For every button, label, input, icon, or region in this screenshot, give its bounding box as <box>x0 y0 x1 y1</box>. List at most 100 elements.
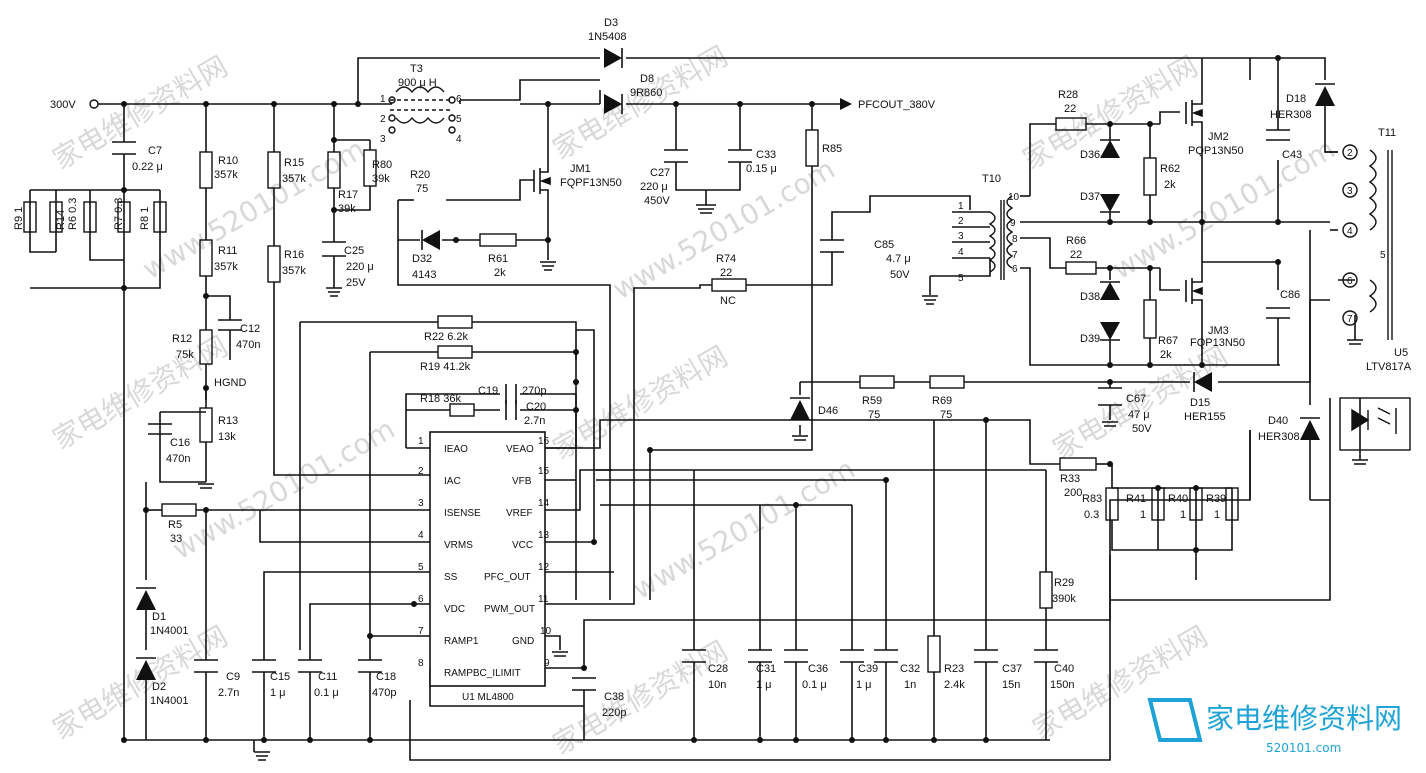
capacitor-c20 <box>505 400 517 420</box>
label-r29: R29 <box>1054 577 1074 589</box>
t3-pin-numbers: 1 2 3 6 5 4 <box>380 94 462 145</box>
label-c37: C37 <box>1002 663 1022 675</box>
label-c37-value: 15n <box>1002 679 1020 691</box>
label-r20-value: 75 <box>416 183 428 195</box>
electrolytic-capacitors <box>322 149 1122 406</box>
label-c7: C7 <box>148 145 162 157</box>
label-r69-value: 75 <box>940 409 952 421</box>
label-c31: C31 <box>756 663 776 675</box>
resistor-r39 <box>1225 487 1239 521</box>
resistor-r23 <box>927 635 941 673</box>
mosfet-jm1 <box>533 150 551 200</box>
label-c25-value: 220 μ <box>346 261 374 273</box>
label-r62: R62 <box>1160 163 1180 175</box>
ic-left-pins: 1 IEAO 2 IAC 3 ISENSE 4 VRMS 5 SS 6 VDC … <box>418 436 521 679</box>
label-c67: C67 <box>1126 393 1146 405</box>
label-r41: R41 <box>1126 493 1146 505</box>
label-r23-value: 2.4k <box>944 679 965 691</box>
label-hgnd: HGND <box>214 377 246 389</box>
brand-logo: 家电维修资料网 520101.com <box>1147 698 1402 755</box>
resistor-r13 <box>199 407 213 443</box>
label-r80: R80 <box>372 159 392 171</box>
label-r17: R17 <box>338 189 358 201</box>
resistor-r62 <box>1143 157 1157 196</box>
label-jm2: JM2 <box>1208 131 1229 143</box>
label-c39: C39 <box>858 663 878 675</box>
label-r28-value: 22 <box>1064 103 1076 115</box>
label-d32: D32 <box>412 253 432 265</box>
ic-pin-name: PFC_OUT <box>484 572 531 583</box>
capacitor-c67 <box>1098 387 1122 406</box>
diodes <box>136 48 1335 680</box>
t10-pin: 6 <box>1012 264 1018 275</box>
label-c18-value: 470p <box>372 687 396 699</box>
label-d8: D8 <box>640 73 654 85</box>
capacitor-c9 <box>194 659 218 673</box>
label-r11-value: 357k <box>214 261 238 273</box>
label-r33: R33 <box>1060 473 1080 485</box>
label-r6: R6 0.3 <box>67 198 79 230</box>
t11-pin: 4 <box>1347 226 1353 237</box>
ic-pin-num: 1 <box>418 436 424 447</box>
diode-d38 <box>1100 281 1120 300</box>
junctions <box>121 55 1281 743</box>
label-r8: R8 1 <box>139 207 151 230</box>
ic-pin-num: 4 <box>418 530 424 541</box>
label-r59: R59 <box>862 395 882 407</box>
capacitor-c7 <box>112 141 136 155</box>
label-c11-value: 0.1 μ <box>314 687 339 699</box>
label-c16: C16 <box>170 437 190 449</box>
label-c32: C32 <box>900 663 920 675</box>
ic-pin-num: 15 <box>538 466 550 477</box>
diode-d36 <box>1100 139 1120 158</box>
label-r74-nc: NC <box>720 295 736 307</box>
ic-u1-body <box>429 431 546 687</box>
label-r20: R20 <box>410 169 430 181</box>
ic-pin-name: PWM_OUT <box>484 604 535 615</box>
watermark-text: 家电维修资料网 <box>547 339 733 466</box>
label-t10: T10 <box>982 173 1001 185</box>
label-c40: C40 <box>1054 663 1074 675</box>
resistor-r66 <box>1065 261 1097 275</box>
t10-pin: 2 <box>958 216 964 227</box>
label-d32-value: 4143 <box>412 269 436 281</box>
resistor-r33 <box>1059 457 1097 471</box>
resistor-r59 <box>859 375 895 389</box>
label-d1: D1 <box>152 611 166 623</box>
resistor-r29 <box>1039 571 1053 609</box>
ic-pin-name: VCC <box>512 540 533 551</box>
label-jm1-value: FQPF13N50 <box>560 177 622 189</box>
watermark-url: www.520101.com <box>607 152 841 306</box>
transformer-t10 <box>988 195 1014 280</box>
label-c40-value: 150n <box>1050 679 1074 691</box>
label-u5: U5 <box>1394 347 1408 359</box>
resistor-r16 <box>267 245 281 283</box>
label-r74: R74 <box>716 253 736 265</box>
resistor-bodies <box>23 117 1239 673</box>
capacitor-c18 <box>358 659 382 673</box>
label-c19: C19 <box>478 385 498 397</box>
capacitor-c11 <box>298 659 322 673</box>
label-d15: D15 <box>1190 397 1210 409</box>
label-c16-value: 470n <box>166 453 190 465</box>
t3-pin: 1 <box>380 94 386 105</box>
resistor-r9 <box>23 201 37 233</box>
pfc-output-arrow <box>840 98 852 110</box>
ic-pin-num: 11 <box>538 594 549 605</box>
diode-d37 <box>1100 194 1120 213</box>
mosfet-jm3 <box>1185 276 1203 310</box>
label-d46: D46 <box>818 405 838 417</box>
capacitor-c27 <box>664 149 688 163</box>
label-r39-value: 1 <box>1214 509 1220 521</box>
resistor-r83 <box>1105 487 1119 521</box>
label-jm3-value: FQP13N50 <box>1190 337 1245 349</box>
ic-pin-name: RAMPBC_ILIMIT <box>444 668 521 679</box>
label-r10: R10 <box>218 155 238 167</box>
capacitor-c86 <box>1266 307 1290 319</box>
t10-pin: 5 <box>958 273 964 284</box>
label-r67: R67 <box>1158 335 1178 347</box>
label-r5-value: 33 <box>170 533 182 545</box>
resistor-r15 <box>267 151 281 189</box>
wires <box>29 57 1361 761</box>
t10-pin: 4 <box>958 247 964 258</box>
